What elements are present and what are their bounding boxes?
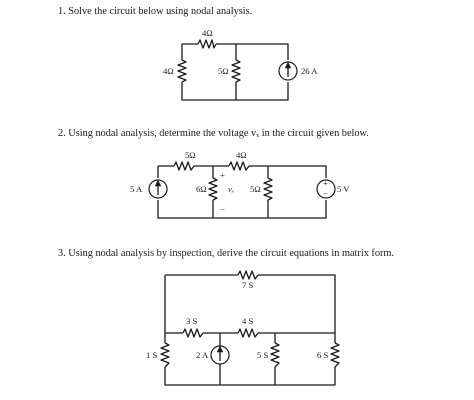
c2-label-source-v: 5 V [337, 184, 350, 194]
c3-label-g-5: 5 S [257, 350, 268, 360]
circuit-1: 4Ω 4Ω 5Ω 26 A [163, 28, 318, 101]
c2-label-r-right: 5Ω [250, 184, 261, 194]
question-1-text: 1. Solve the circuit below using nodal a… [58, 6, 253, 17]
c1-resistor-left [177, 59, 187, 83]
c3-label-g-top: 7 S [242, 280, 253, 290]
c2-voltage-source [316, 179, 336, 199]
circuit-3: 7 S 3 S 4 S 1 S 2 A 5 S 6 S [146, 270, 340, 386]
c3-conductance-top [237, 270, 259, 280]
c2-label-source-i: 5 A [130, 184, 143, 194]
c1-label-r-top: 4Ω [202, 28, 213, 38]
circuit-2: 5Ω 4Ω 5 A 6Ω + vₓ − 5Ω + − 5 V [130, 150, 350, 219]
c1-label-source: 26 A [301, 66, 318, 76]
c3-conductance-4s [237, 328, 259, 338]
c3-conductance-3s [182, 328, 204, 338]
c2-resistor-right [263, 177, 273, 201]
c1-wires [181, 43, 289, 101]
c3-label-g-3: 3 S [186, 316, 197, 326]
c1-label-r-left: 4Ω [163, 66, 174, 76]
c1-resistor-top [197, 39, 217, 49]
c2-label-r-top1: 5Ω [185, 150, 196, 160]
c2-resistor-top2 [228, 161, 250, 171]
c2-label-vx-minus: − [220, 204, 225, 214]
c1-resistor-mid [231, 59, 241, 83]
c2-wires [157, 165, 327, 219]
question-3-text: 3. Using nodal analysis by inspection, d… [58, 248, 395, 259]
c3-label-g-6: 6 S [317, 350, 328, 360]
c2-label-vs-plus: + [323, 178, 328, 188]
c2-label-r-mid: 6Ω [196, 184, 207, 194]
c2-resistor-mid [208, 177, 218, 201]
c1-label-r-mid: 5Ω [218, 66, 229, 76]
c2-resistor-top1 [173, 161, 195, 171]
c2-label-vs-minus: − [323, 188, 328, 198]
c3-conductance-5s [270, 342, 280, 368]
c2-label-r-top2: 4Ω [236, 150, 247, 160]
c2-label-vx-plus: + [220, 170, 225, 180]
c3-label-g-4: 4 S [242, 316, 253, 326]
c3-conductance-6s [330, 342, 340, 368]
c2-label-vx: vₓ [228, 184, 235, 194]
c3-conductance-1s [160, 342, 170, 368]
c3-label-source-i: 2 A [196, 350, 209, 360]
question-2-text: 2. Using nodal analysis, determine the v… [58, 128, 369, 139]
c3-wires [164, 274, 336, 386]
c3-label-g-1: 1 S [146, 350, 157, 360]
